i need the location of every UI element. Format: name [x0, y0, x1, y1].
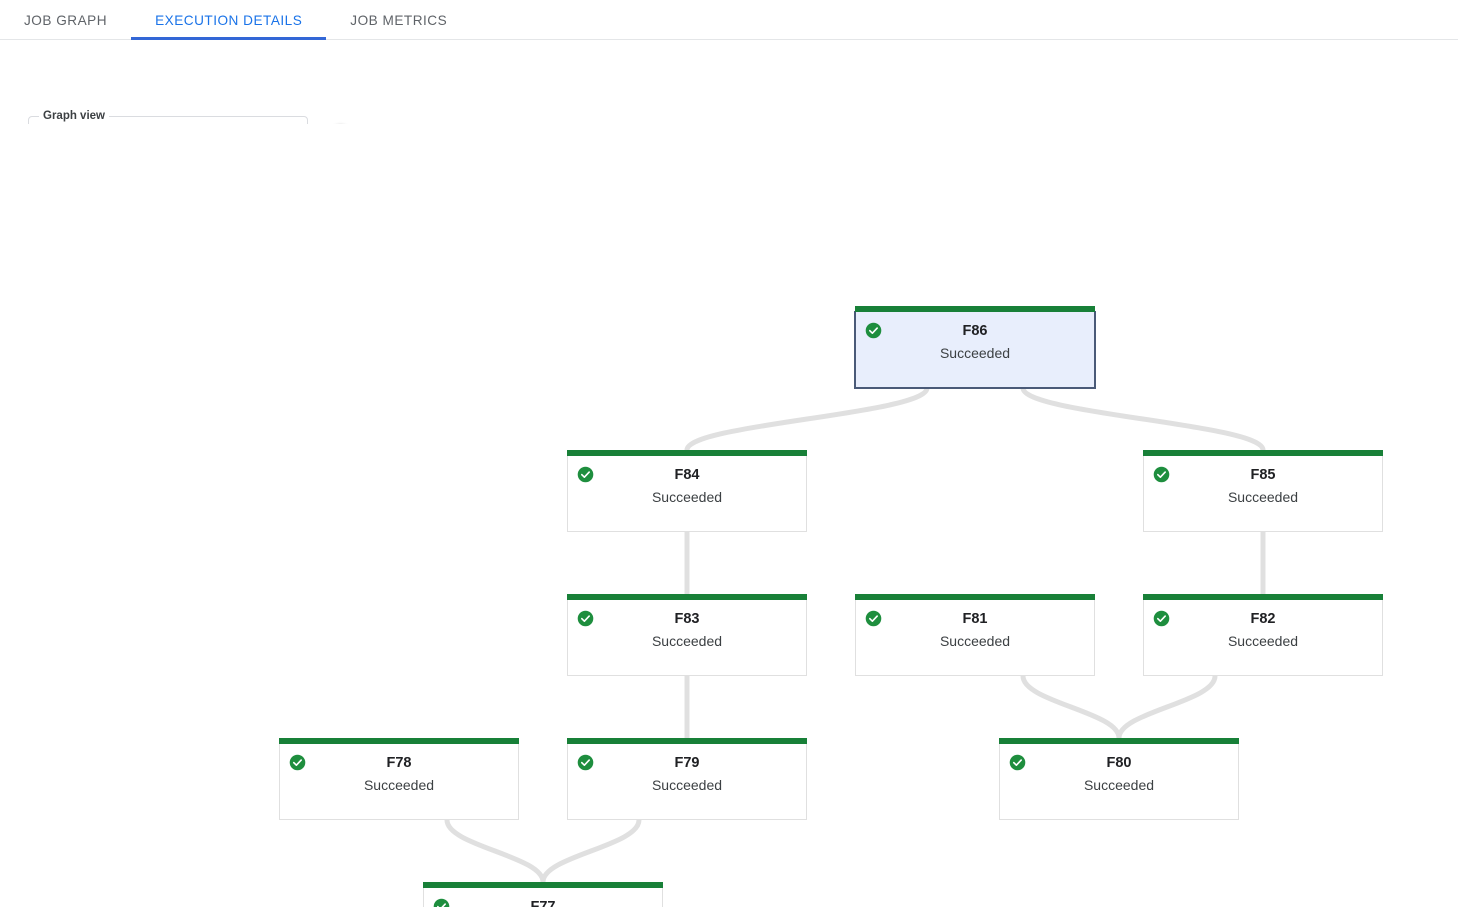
node-status-bar [567, 450, 807, 456]
node-status-text: Succeeded [939, 345, 1011, 361]
graph-node-f78[interactable]: F78 Succeeded [279, 738, 519, 820]
check-circle-icon [1153, 610, 1170, 627]
node-status-text: Succeeded [651, 777, 723, 793]
node-title: F79 [674, 755, 700, 771]
tab-execution-details[interactable]: EXECUTION DETAILS [131, 0, 327, 40]
check-circle-icon [577, 754, 594, 771]
check-circle-icon [289, 754, 306, 771]
node-status-bar [423, 882, 663, 888]
tab-bar: JOB GRAPH EXECUTION DETAILS JOB METRICS [0, 0, 1458, 40]
check-circle-icon [577, 610, 594, 627]
node-title: F77 [530, 899, 556, 907]
node-status-text: Succeeded [651, 633, 723, 649]
node-status-bar [855, 594, 1095, 600]
node-title: F81 [962, 611, 988, 627]
node-status-bar [999, 738, 1239, 744]
node-status-text: Succeeded [939, 633, 1011, 649]
graph-edge-f86-f84 [684, 385, 930, 453]
node-title: F83 [674, 611, 700, 627]
graph-edge-f79-f77 [540, 817, 642, 885]
graph-edge-f78-f77 [444, 817, 546, 885]
node-status-bar [855, 306, 1095, 312]
stage-workflow-graph: F86 Succeeded F84 Succeeded F85 Succeede… [0, 124, 1458, 907]
node-status-text: Succeeded [1227, 489, 1299, 505]
check-circle-icon [1009, 754, 1026, 771]
node-title: F82 [1250, 611, 1276, 627]
node-status-bar [279, 738, 519, 744]
node-status-bar [1143, 594, 1383, 600]
check-circle-icon [865, 322, 882, 339]
graph-edge-f82-f80 [1116, 673, 1218, 741]
node-title: F78 [386, 755, 412, 771]
graph-node-f79[interactable]: F79 Succeeded [567, 738, 807, 820]
graph-edge-f81-f80 [1020, 673, 1122, 741]
check-circle-icon [1153, 466, 1170, 483]
node-title: F84 [674, 467, 700, 483]
tab-label: EXECUTION DETAILS [155, 12, 303, 28]
node-status-bar [567, 594, 807, 600]
graph-toolbar: Graph view Stage workflow ? Critical pat… [0, 40, 1458, 162]
node-status-text: Succeeded [1227, 633, 1299, 649]
check-circle-icon [433, 898, 450, 907]
graph-node-f85[interactable]: F85 Succeeded [1143, 450, 1383, 532]
graph-node-f82[interactable]: F82 Succeeded [1143, 594, 1383, 676]
node-status-text: Succeeded [651, 489, 723, 505]
tab-job-metrics[interactable]: JOB METRICS [326, 0, 471, 40]
check-circle-icon [577, 466, 594, 483]
graph-node-f83[interactable]: F83 Succeeded [567, 594, 807, 676]
tab-label: JOB GRAPH [24, 12, 108, 28]
tab-label: JOB METRICS [350, 12, 448, 28]
check-circle-icon [865, 610, 882, 627]
graph-node-f80[interactable]: F80 Succeeded [999, 738, 1239, 820]
graph-node-f86[interactable]: F86 Succeeded [855, 306, 1095, 388]
graph-node-f81[interactable]: F81 Succeeded [855, 594, 1095, 676]
node-title: F80 [1106, 755, 1132, 771]
graph-view-label: Graph view [39, 109, 109, 123]
graph-node-f84[interactable]: F84 Succeeded [567, 450, 807, 532]
tab-job-graph[interactable]: JOB GRAPH [0, 0, 131, 40]
node-title: F86 [962, 323, 988, 339]
node-status-text: Succeeded [363, 777, 435, 793]
graph-edge-f86-f85 [1020, 385, 1266, 453]
node-status-bar [1143, 450, 1383, 456]
node-status-bar [567, 738, 807, 744]
graph-node-f77[interactable]: F77 Succeeded [423, 882, 663, 907]
node-title: F85 [1250, 467, 1276, 483]
node-status-text: Succeeded [1083, 777, 1155, 793]
